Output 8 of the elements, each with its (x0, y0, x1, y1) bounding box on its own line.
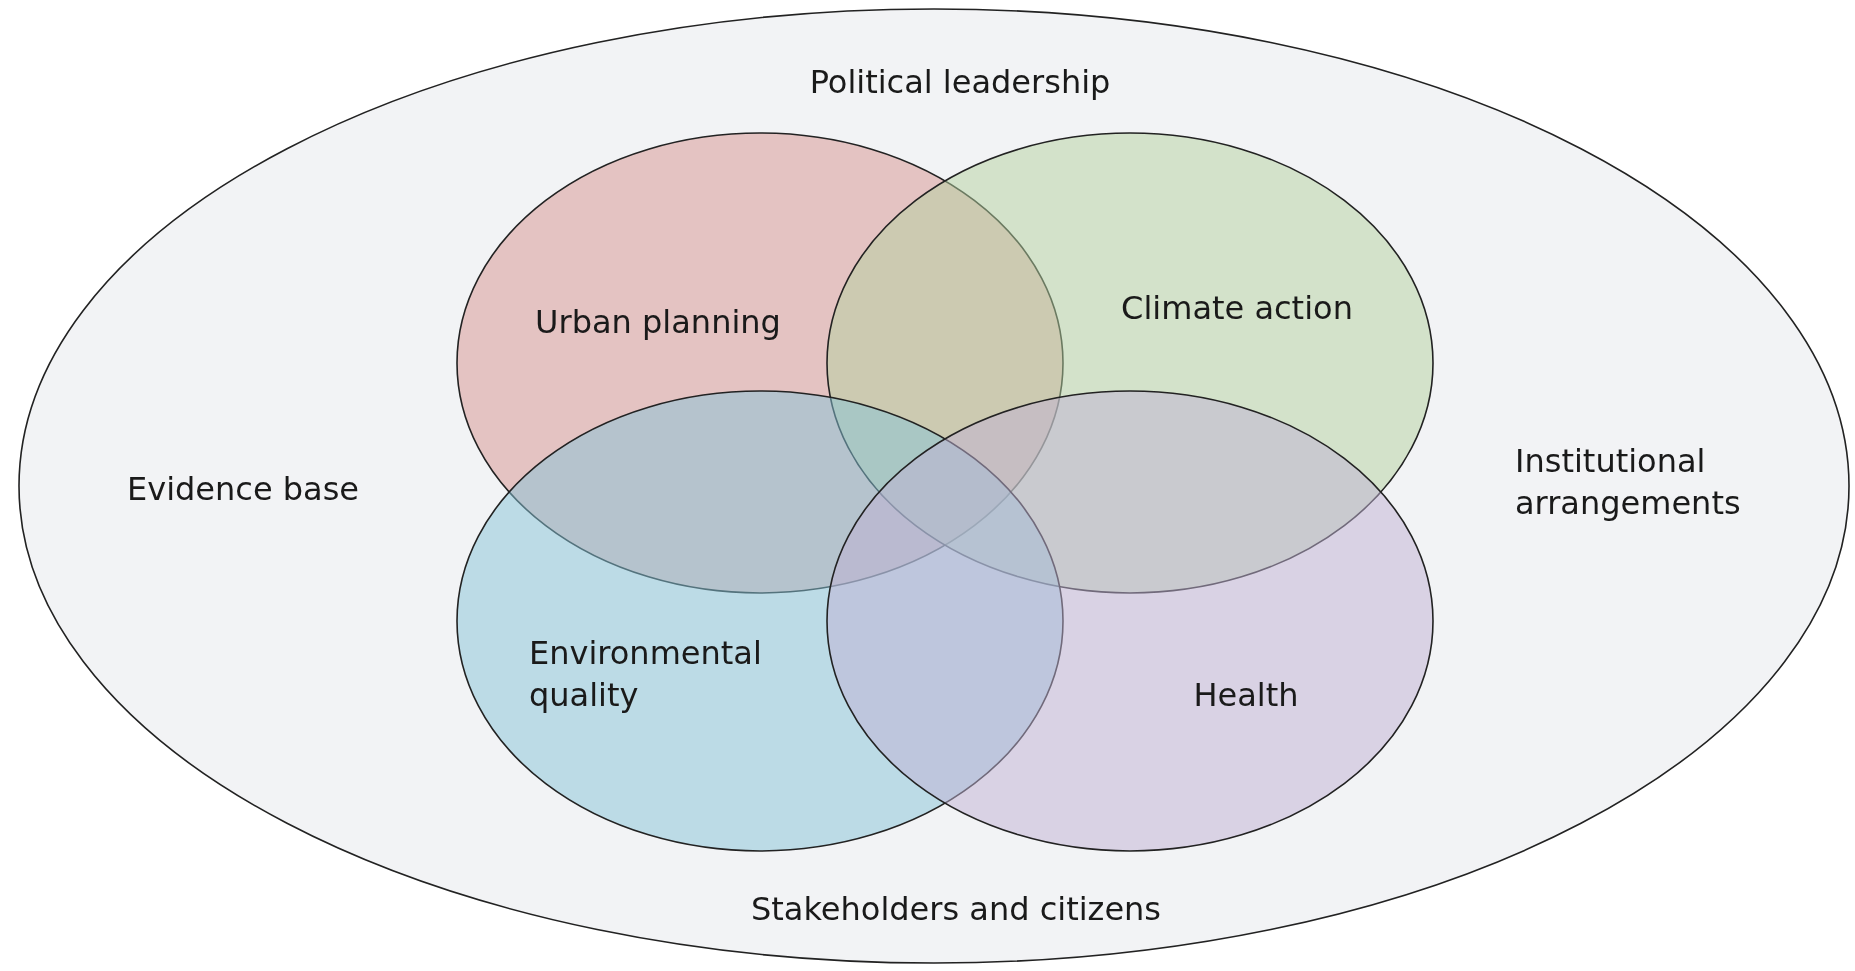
ellipse-label: Environmental quality (529, 633, 763, 716)
ellipse-label: Political leadership (809, 62, 1111, 104)
ellipse-label: Stakeholders and citizens (751, 889, 1161, 931)
ellipse-label: Climate action (1121, 288, 1353, 330)
ellipse-label: Health (1193, 675, 1299, 717)
ellipse-label: Urban planning (535, 302, 781, 344)
ellipse-label: Evidence base (126, 469, 360, 511)
ellipse-label: Institutional arrangements (1515, 441, 1742, 524)
